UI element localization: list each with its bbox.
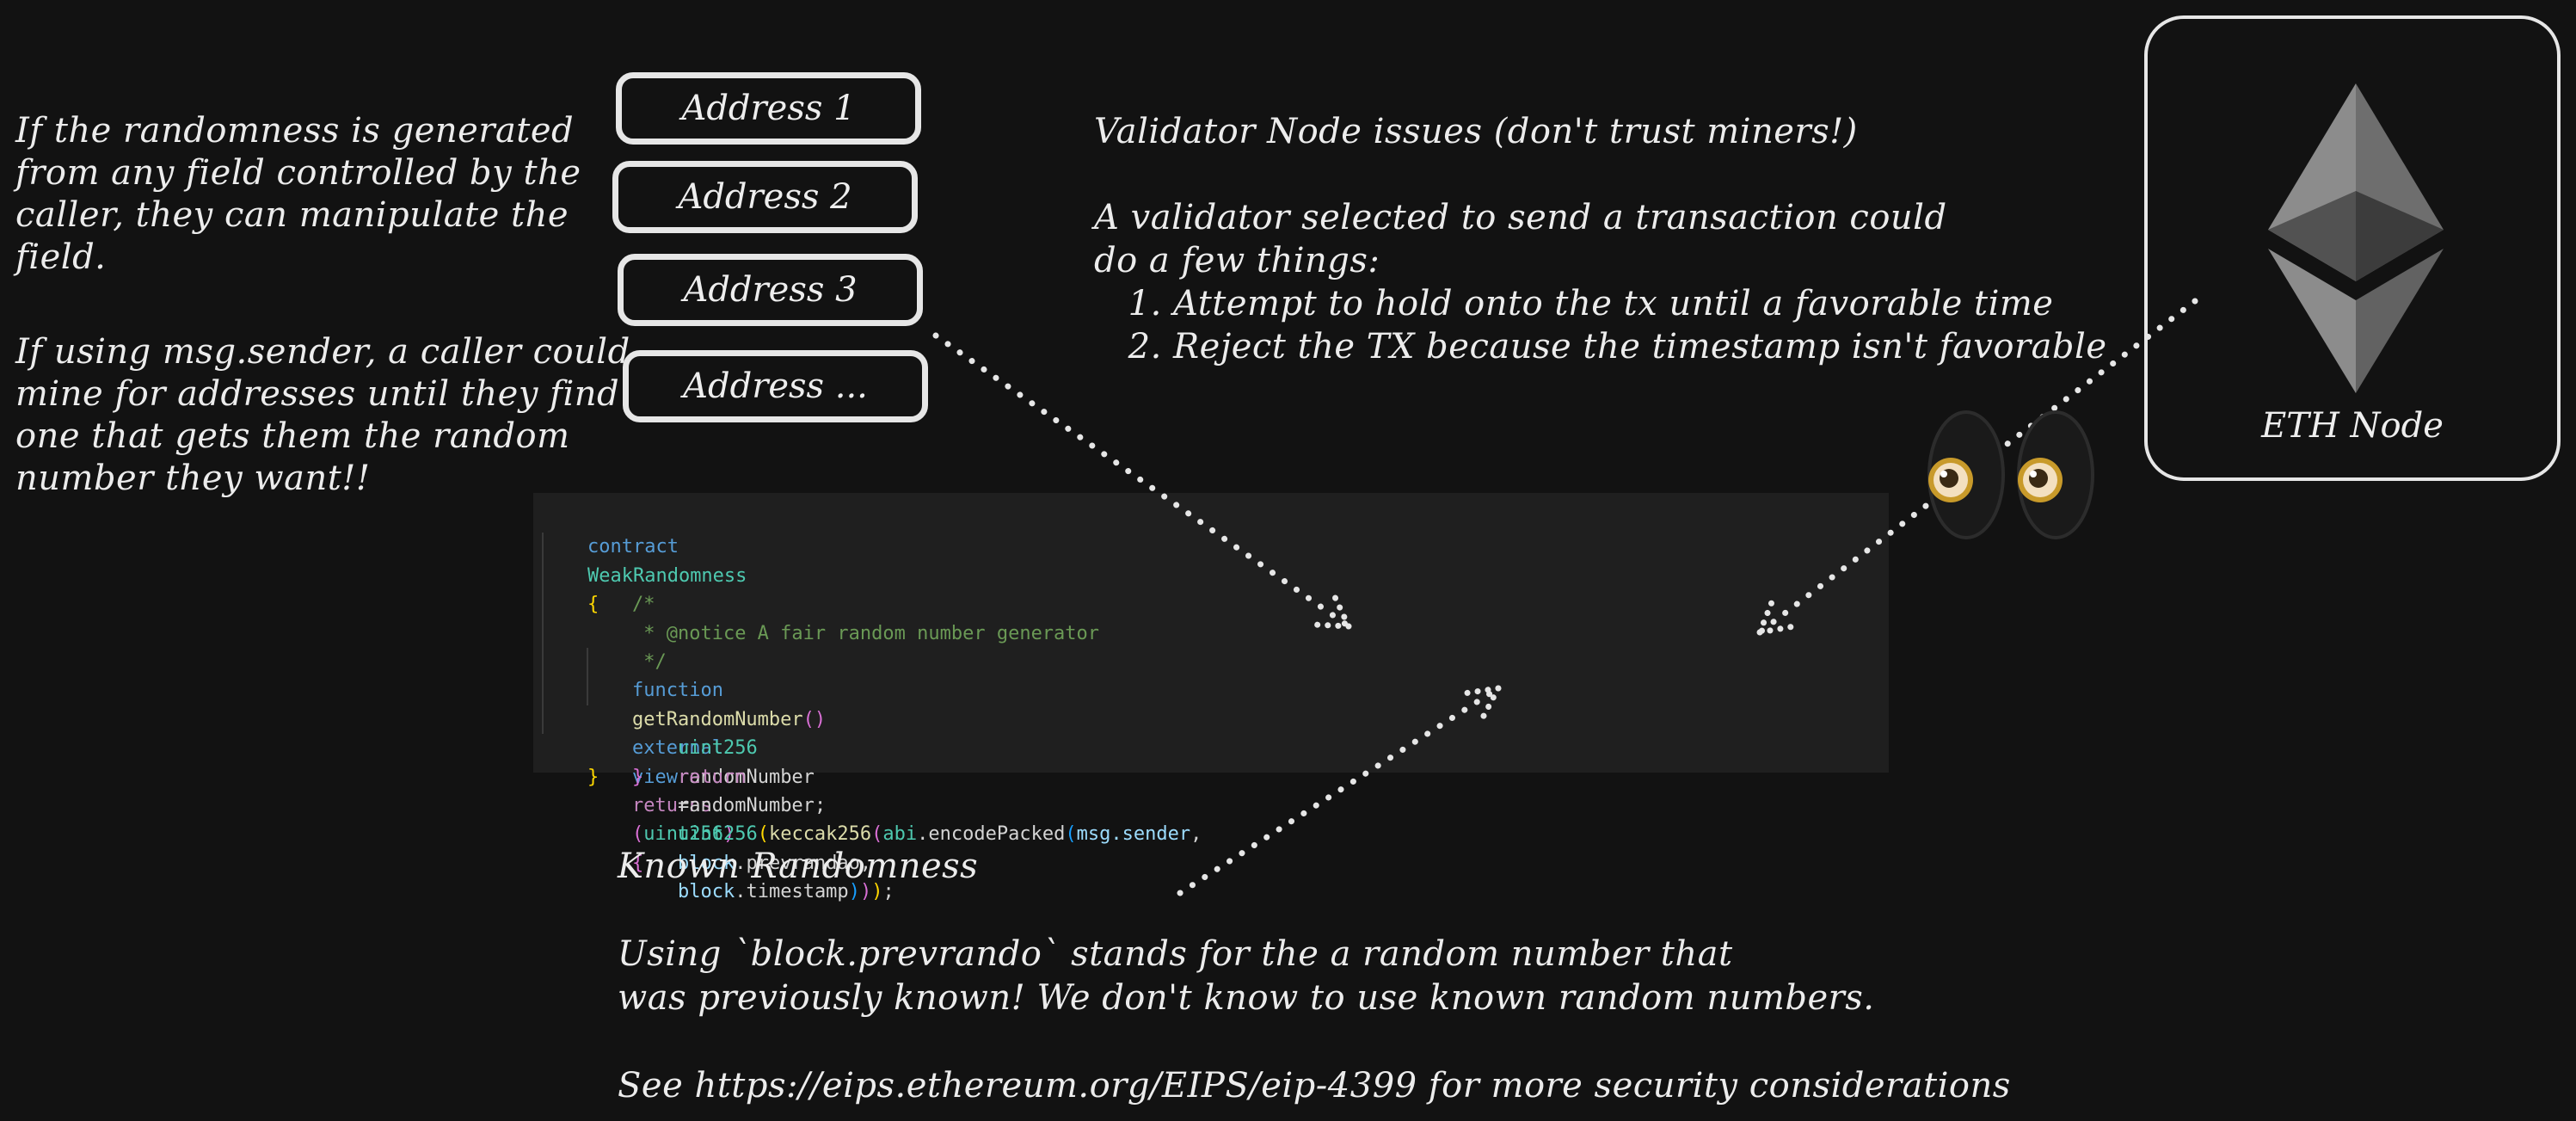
code-paren: ) <box>871 881 883 903</box>
address-box-2: Address 2 <box>612 161 918 233</box>
code-type: uint256 <box>677 823 758 846</box>
code-paren: ( <box>871 823 883 846</box>
indent-guide <box>542 676 544 705</box>
code-dot: . <box>917 823 929 846</box>
code-property: sender <box>1122 823 1191 846</box>
function-name: getRandomNumber <box>631 708 803 730</box>
code-paren: ) <box>848 881 860 903</box>
code-comment: */ <box>631 650 667 673</box>
code-paren: ) <box>722 823 735 846</box>
code-comment: * @notice A fair random number generator <box>631 622 1100 644</box>
eyes-emoji-icon <box>1927 410 2094 539</box>
code-keyword: contract <box>587 536 679 558</box>
code-comma: , <box>1190 823 1202 846</box>
indent-guide <box>587 676 588 705</box>
code-line-2: /* <box>533 533 1889 615</box>
code-dot: . <box>735 881 747 903</box>
code-operator: = <box>677 794 690 816</box>
code-property: prevrandao <box>746 852 860 874</box>
address-box-more: Address ... <box>623 350 928 422</box>
code-keyword: returns <box>631 795 712 816</box>
code-brace: { <box>587 594 599 616</box>
code-semicolon: ; <box>814 794 827 816</box>
code-line-1: contract WeakRandomness { <box>533 504 1889 615</box>
code-object: msg <box>1076 823 1111 846</box>
known-randomness-note: Known Randomness Using `block.prevrando`… <box>618 847 2011 1106</box>
code-object: block <box>677 881 735 903</box>
code-function: keccak256 <box>768 823 872 846</box>
validator-node-note: Validator Node issues (don't trust miner… <box>1094 112 2107 366</box>
code-dot: . <box>1110 823 1122 846</box>
code-type: uint256 <box>643 823 723 846</box>
code-brace: } <box>631 766 644 788</box>
address-box-1: Address 1 <box>616 72 921 145</box>
msg-sender-note: If using msg.sender, a caller could mine… <box>15 332 630 498</box>
code-variable: randomNumber <box>677 794 815 816</box>
code-line-7: return randomNumber; <box>533 676 1889 816</box>
code-modifier: external <box>631 737 723 760</box>
code-brace: { <box>631 852 644 874</box>
indent-guide <box>542 647 544 677</box>
code-brace: } <box>587 766 599 788</box>
eth-node-label: ETH Node <box>2261 406 2444 446</box>
code-keyword: return <box>677 766 747 788</box>
code-snippet: contract WeakRandomness { /* * @notice A… <box>533 493 1889 902</box>
code-semicolon: ; <box>882 881 895 903</box>
code-line-8: } <box>533 705 1889 788</box>
code-method: encodePacked <box>928 823 1066 846</box>
code-line-4: */ <box>533 590 1889 673</box>
indent-guide <box>542 590 544 619</box>
code-line-9: } <box>533 734 1889 788</box>
contract-name: WeakRandomness <box>587 564 747 587</box>
code-object: abi <box>882 823 918 846</box>
code-type: uint256 <box>677 737 758 760</box>
code-paren: ) <box>859 881 872 903</box>
code-line-3: * @notice A fair random number generator <box>533 561 1889 644</box>
eth-node-card: ETH Node <box>2144 15 2561 481</box>
code-line-5: function getRandomNumber() external view… <box>533 619 1889 874</box>
address-box-3: Address 3 <box>618 254 923 326</box>
code-line-6: uint256 randomNumber = uint256(keccak256… <box>533 647 1889 902</box>
indent-guide <box>587 647 588 677</box>
code-modifier: view <box>631 766 678 788</box>
caller-controlled-note: If the randomness is generated from any … <box>15 111 581 277</box>
code-dot: . <box>735 852 747 874</box>
code-variable: randomNumber <box>677 766 815 788</box>
indent-guide <box>542 619 544 648</box>
ethereum-logo-icon <box>2268 83 2444 393</box>
code-object: block <box>677 852 735 874</box>
code-keyword: function <box>631 680 723 702</box>
code-comma: , <box>859 852 872 874</box>
code-paren: ( <box>631 823 644 846</box>
code-paren: ( <box>1065 823 1077 846</box>
code-property: timestamp <box>746 881 849 903</box>
code-comment: /* <box>631 594 655 616</box>
indent-guide <box>542 705 544 735</box>
indent-guide <box>542 561 544 591</box>
code-parens: () <box>802 708 827 730</box>
code-paren: ( <box>757 823 769 846</box>
indent-guide <box>542 533 544 562</box>
